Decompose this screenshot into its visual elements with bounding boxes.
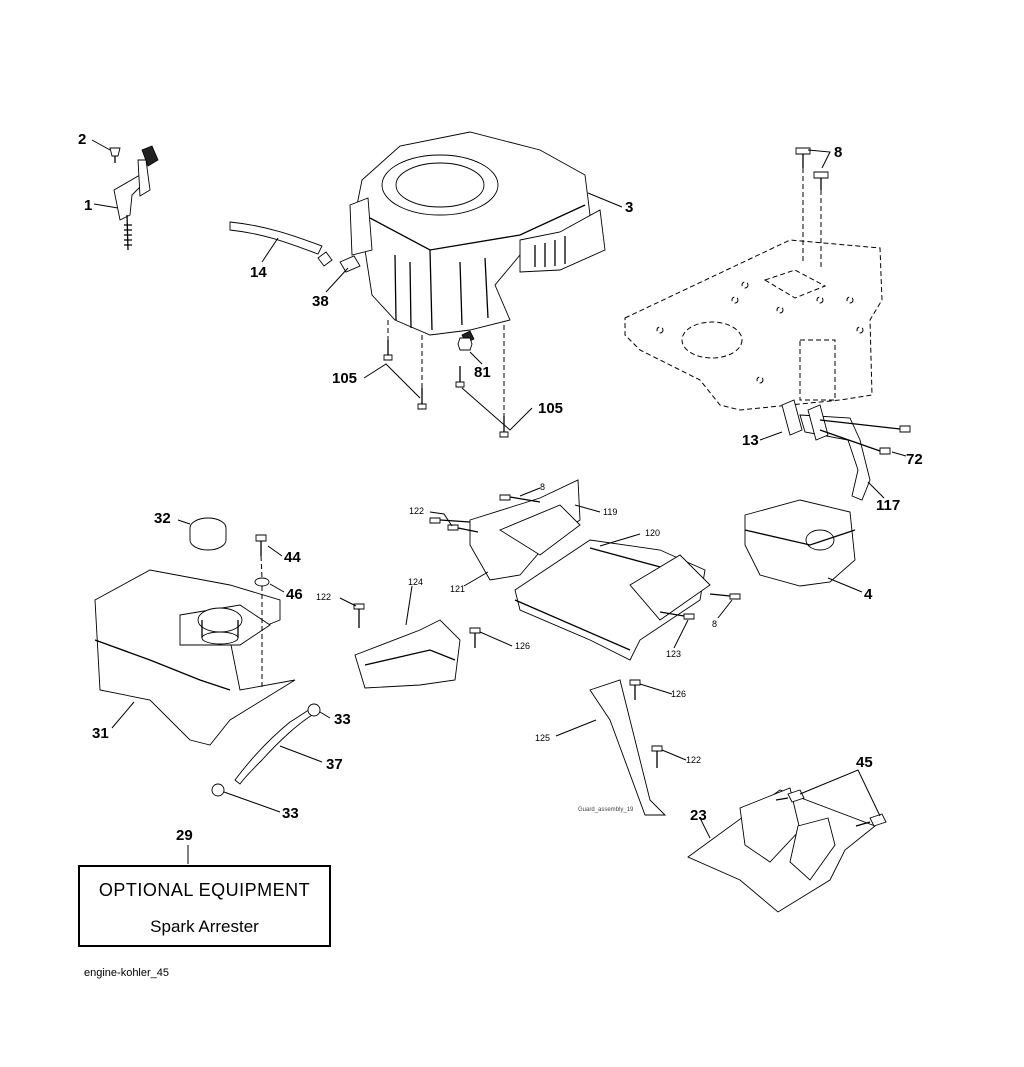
callout-23: 23 [690, 807, 707, 824]
optional-equipment-subtitle: Spark Arrester [150, 917, 259, 936]
callout-105: 105 [332, 370, 358, 387]
optional-equipment-box: OPTIONAL EQUIPMENT Spark Arrester [78, 865, 331, 947]
guard-assembly-caption: Guard_assembly_19 [578, 807, 634, 813]
callout-4: 4 [864, 586, 873, 603]
frame-plate [624, 147, 883, 411]
callout-2: 2 [78, 131, 87, 148]
callout-121: 121 [450, 584, 466, 594]
callout-117: 117 [876, 497, 901, 514]
callout-38: 38 [312, 293, 329, 310]
fuel-tank [94, 517, 296, 746]
callout-33: 33 [282, 805, 299, 822]
callout-8: 8 [540, 482, 546, 492]
fuel-line-hose [229, 221, 361, 293]
throttle-control [91, 139, 159, 251]
callout-29: 29 [176, 827, 193, 844]
callout-122: 122 [409, 506, 425, 516]
callout-105: 105 [538, 400, 564, 417]
callout-31: 31 [92, 725, 109, 742]
heat-shield [687, 769, 887, 913]
callout-124: 124 [408, 577, 424, 587]
callout-125: 125 [535, 733, 551, 743]
callout-72: 72 [906, 451, 923, 468]
callout-46: 46 [286, 586, 303, 603]
callout-126: 126 [671, 689, 687, 699]
callout-1: 1 [84, 197, 93, 214]
callout-81: 81 [474, 364, 491, 381]
callout-119: 119 [603, 507, 618, 517]
callout-14: 14 [250, 264, 267, 281]
callout-32: 32 [154, 510, 171, 527]
callout-13: 13 [742, 432, 759, 449]
guard-assembly [339, 479, 741, 816]
callout-45: 45 [856, 754, 873, 771]
callout-122: 122 [686, 755, 702, 765]
callout-3: 3 [625, 199, 634, 216]
callout-8: 8 [712, 619, 718, 629]
muffler-assembly [744, 399, 911, 593]
callout-37: 37 [326, 756, 343, 773]
engine-mount-bolts [363, 320, 533, 438]
callout-122: 122 [316, 592, 332, 602]
callout-126: 126 [515, 641, 531, 651]
callout-44: 44 [284, 549, 301, 566]
optional-equipment-title: OPTIONAL EQUIPMENT [98, 880, 311, 900]
diagram-id-caption: engine-kohler_45 [84, 967, 170, 979]
engine [349, 131, 623, 344]
callout-120: 120 [645, 528, 661, 538]
callout-33: 33 [334, 711, 351, 728]
callout-8: 8 [834, 144, 843, 161]
fuel-hose-clamps [211, 703, 331, 813]
callout-123: 123 [666, 649, 682, 659]
